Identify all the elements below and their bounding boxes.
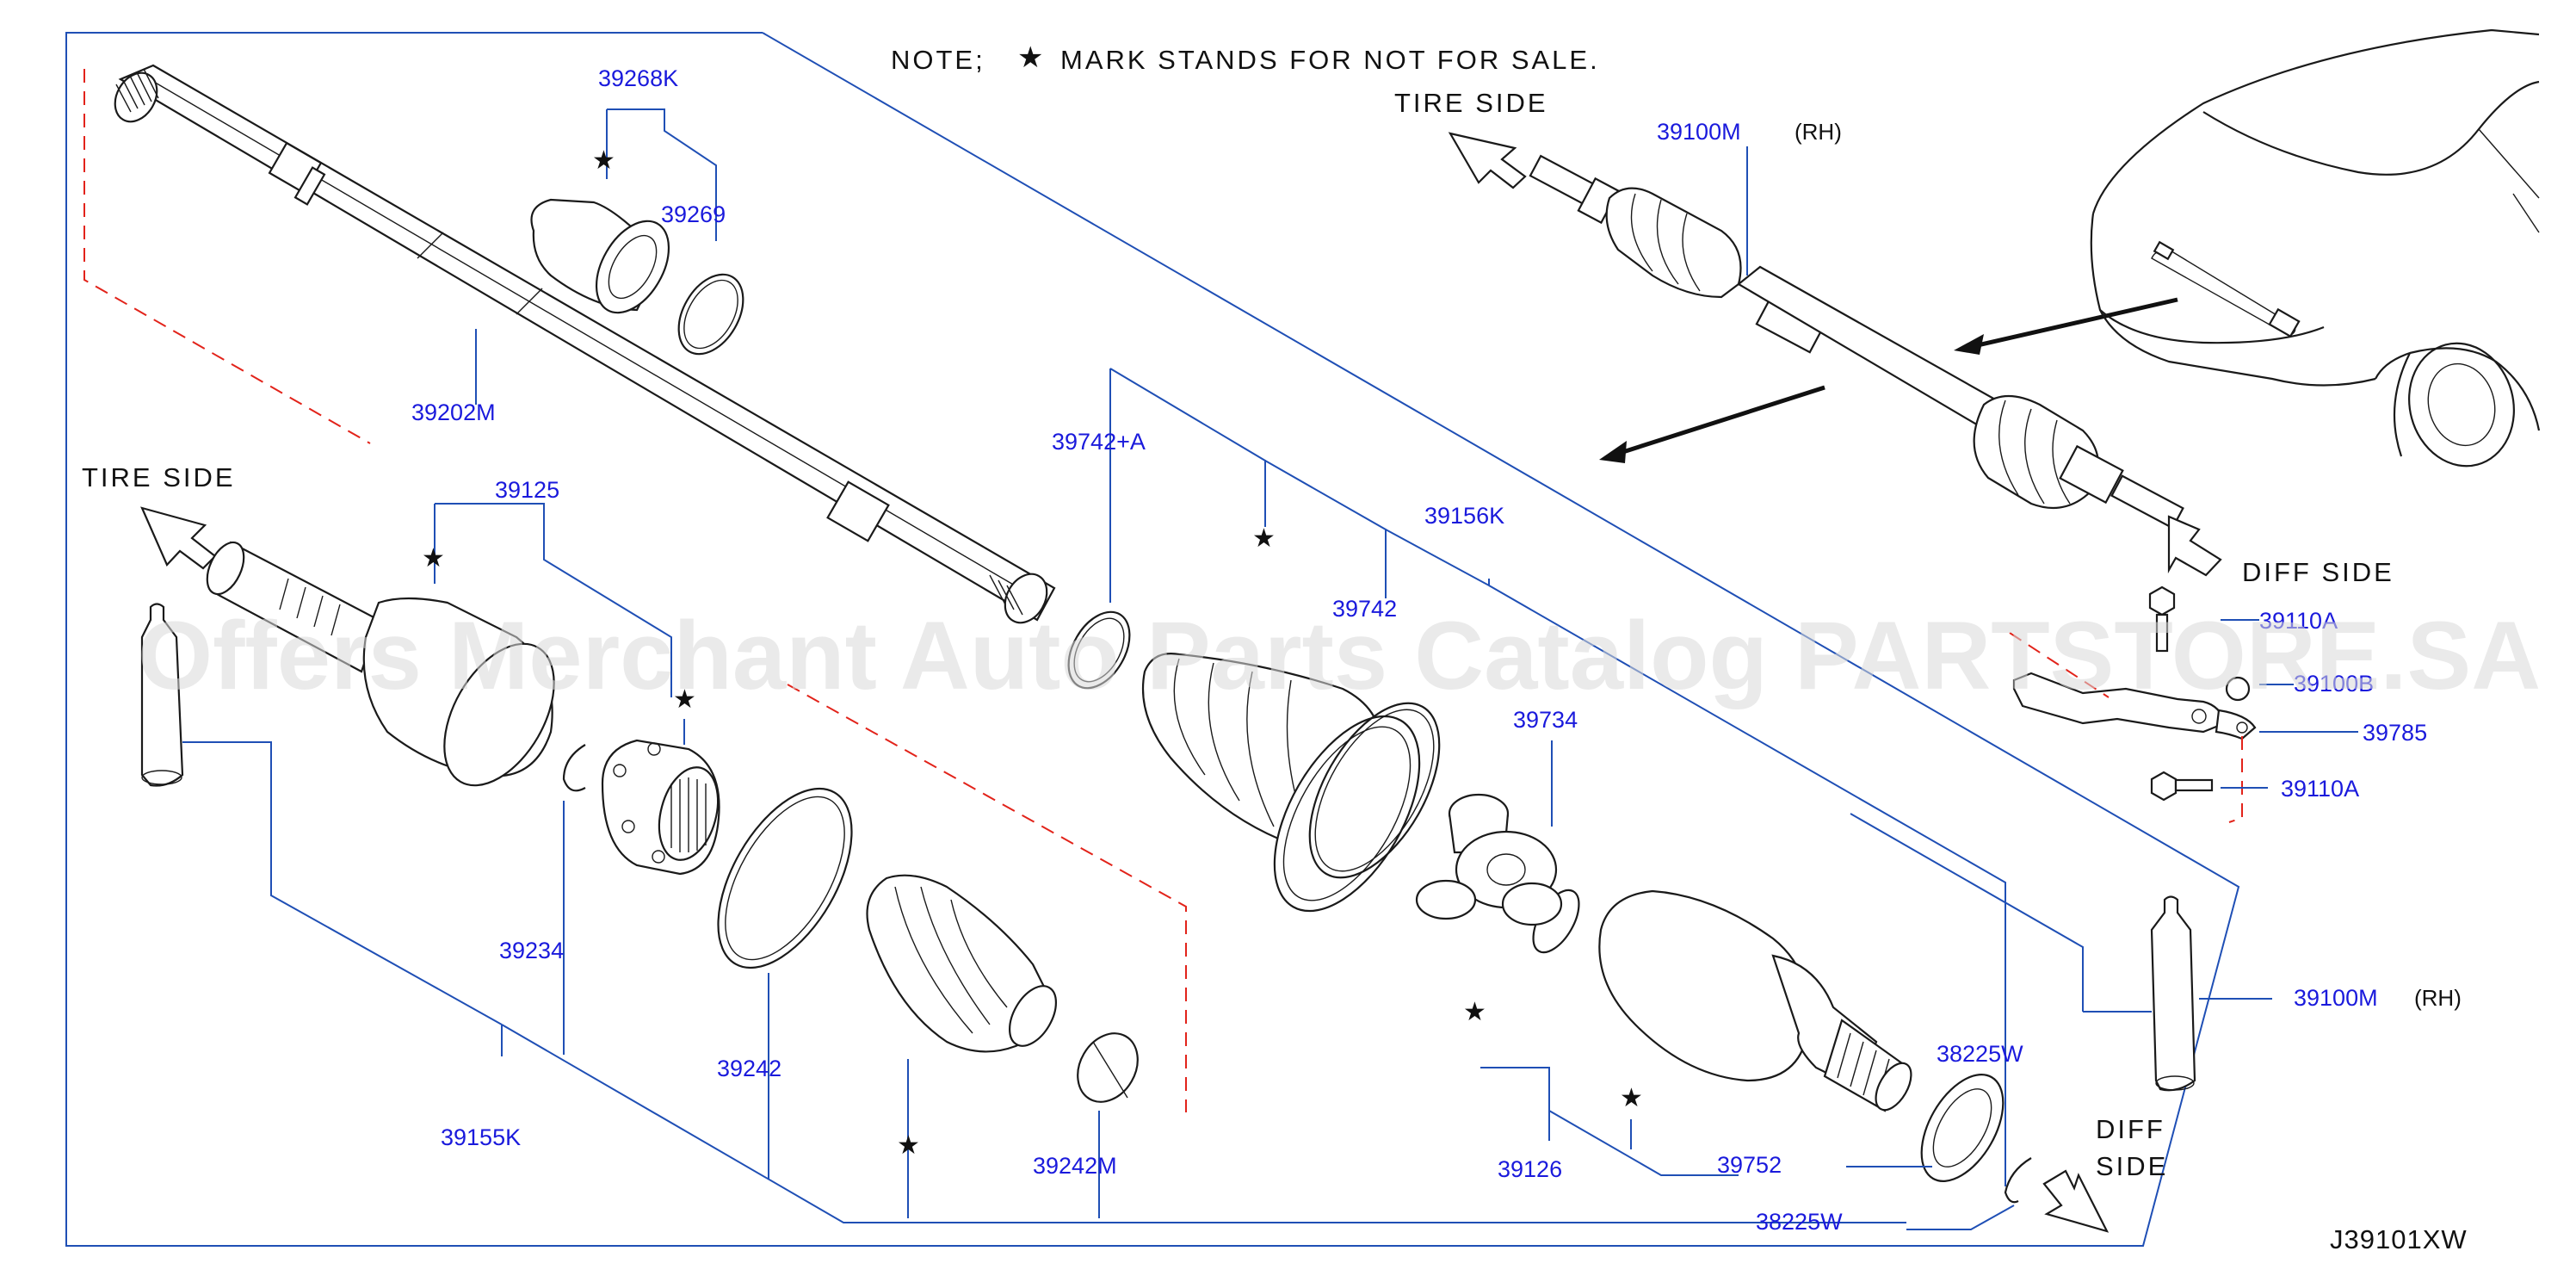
part-39752: 39752 [1717,1152,1782,1178]
arrow-diff-side-bottom [2042,1169,2110,1233]
label-diff-side-right: DIFF SIDE [2242,557,2394,587]
band-39269 [677,273,744,356]
rh-right: (RH) [2414,985,2462,1011]
note-star: ★ [1017,41,1043,74]
clamp-39742A [1067,610,1131,690]
axle-shaft-39202M [114,64,1056,624]
leader-38225W-clip [1906,1205,2015,1230]
star-inner-race: ★ [673,685,696,714]
washer-39100B [2225,676,2251,702]
part-38225W-a: 38225W [1937,1041,2023,1067]
pointer-arrow-upper [1961,297,2178,351]
frame-outline [65,32,2240,1247]
watermark: Offers Merchant Auto Parts Catalog PARTS… [138,602,2541,709]
part-39202M: 39202M [411,399,496,425]
bolt-39110A-b [2150,771,2214,802]
part-39234: 39234 [499,938,564,963]
part-39242: 39242 [717,1056,781,1081]
leader-39742 [1264,460,1387,598]
star-outer-boot: ★ [897,1131,920,1160]
star-39125: ★ [422,544,445,573]
leader-39268K-right [607,108,717,241]
star-39268K: ★ [592,146,615,175]
arrow-tire-side-left [140,506,217,570]
part-39785: 39785 [2363,720,2427,746]
part-39734: 39734 [1513,707,1578,733]
label-tire-side-left: TIRE SIDE [82,462,236,492]
leader-tube-right-b [1850,813,2084,1012]
part-39742A: 39742+A [1052,429,1146,455]
label-diff-line2: SIDE [2096,1151,2168,1181]
leader-39156K [1385,529,1490,587]
band-inner-boot [1308,702,1441,879]
outer-boot [866,874,1058,1053]
figure-id: J39101XW [2330,1224,2468,1254]
star-housing: ★ [1620,1084,1643,1112]
star-inner-boot: ★ [1252,524,1276,553]
part-39125: 39125 [495,477,559,503]
dashed-guide-shaft [83,69,371,444]
grease-tube-left [140,603,184,787]
part-39100M-right: 39100M [2294,985,2378,1011]
dashed-guide-bracket-a [2009,632,2110,698]
part-39100M-top: 39100M [1657,119,1741,145]
dashed-guide-bracket-b [2228,736,2243,823]
part-39269: 39269 [661,201,726,227]
part-39155K: 39155K [441,1124,521,1150]
star-spider: ★ [1463,998,1486,1026]
part-39742: 39742 [1332,596,1397,622]
leader-39125-b [435,503,672,697]
arrow-diff-side-top [2167,515,2222,577]
arrow-tire-side-top [1448,132,1527,189]
outer-joint-39125 [206,541,555,787]
label-diff-line1: DIFF [2096,1114,2165,1144]
note-label: NOTE; [891,45,985,75]
part-39100B: 39100B [2294,671,2374,697]
part-39242M: 39242M [1033,1153,1117,1179]
drive-shaft-assembly-rh [1529,154,2184,530]
note-text: MARK STANDS FOR NOT FOR SALE. [1060,45,1600,75]
bracket-39785 [2012,672,2257,740]
circlip-39234 [562,744,586,792]
leader-38225W-bottom [501,1024,1906,1223]
dashed-guide-outer-boot [787,684,1187,1112]
circlip-38225W [2004,1157,2032,1204]
part-39268K: 39268K [598,65,678,91]
inner-race-star [601,739,720,876]
label-tire-side-top: TIRE SIDE [1394,88,1548,118]
part-38225W-b: 38225W [1756,1209,1843,1235]
part-39126: 39126 [1498,1156,1562,1182]
inner-joint-housing [1598,889,1912,1112]
pointer-arrow-lower [1609,385,1825,459]
oil-seal-38225W [1920,1074,2005,1182]
leader-38225W-right [1488,585,2006,1186]
grease-tube-right [2150,895,2196,1092]
damper-39268K [530,198,670,314]
part-39156K: 39156K [1424,503,1504,529]
part-39110A-b: 39110A [2281,776,2359,802]
leader-39155K-a [182,741,503,1025]
bolt-39110A-a [2148,585,2176,653]
band-39242 [717,787,853,969]
spider-tripod [1415,793,1563,926]
clamp-39242M [1077,1032,1139,1103]
car-outline [2090,28,2541,468]
rh-top: (RH) [1795,119,1842,145]
part-39110A-a: 39110A [2259,608,2338,634]
